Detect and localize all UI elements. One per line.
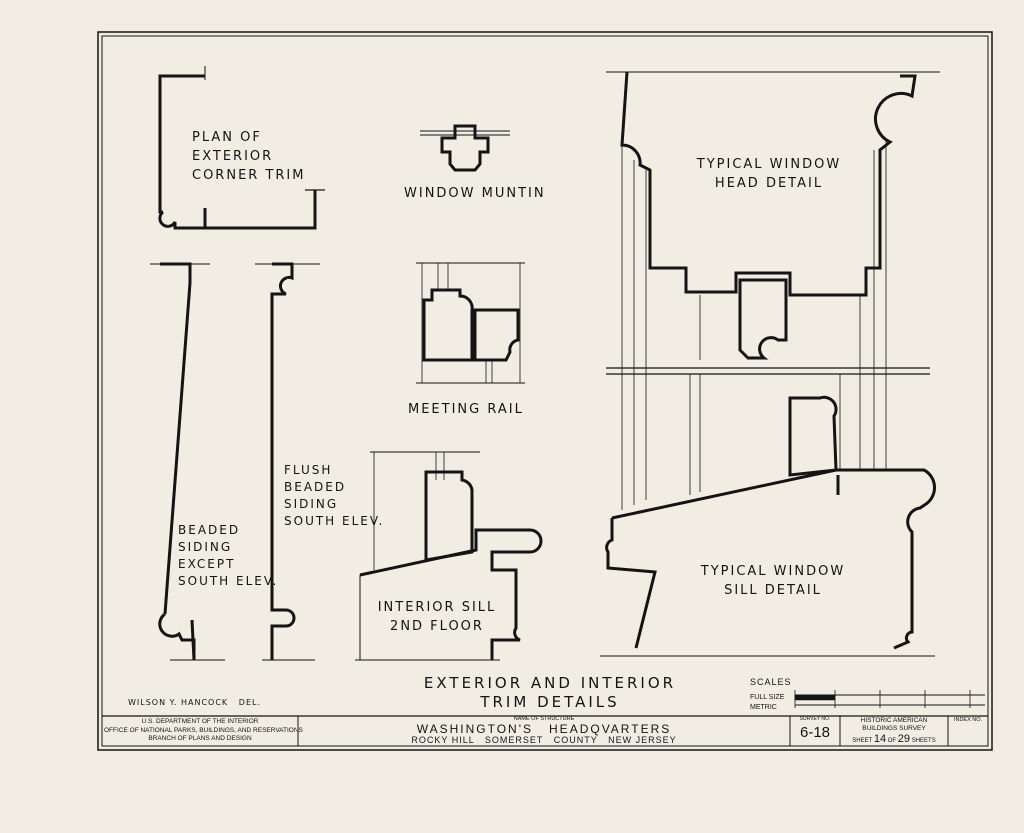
- window-sill-drawing: [600, 395, 937, 657]
- sheet-caption: SHEET: [852, 738, 873, 744]
- sheet-number: 14: [873, 733, 887, 745]
- meeting-rail-label: MEETING RAIL: [408, 402, 524, 417]
- beaded-siding-label: BEADED SIDING EXCEPT SOUTH ELEV.: [178, 523, 279, 588]
- flush-beaded-siding-label: FLUSH BEADED SIDING SOUTH ELEV.: [284, 463, 385, 528]
- agency-block: U.S. DEPARTMENT OF THE INTERIOR OFFICE O…: [104, 718, 303, 742]
- window-muntin-drawing: [420, 124, 510, 172]
- delineator-credit: WILSON Y. HANCOCK DEL.: [128, 698, 262, 707]
- plan-corner-trim-label: PLAN OF EXTERIOR CORNER TRIM: [192, 130, 306, 183]
- scales-title: SCALES: [750, 677, 792, 687]
- interior-sill-drawing: [355, 451, 543, 661]
- graphic-scale: [794, 690, 985, 708]
- name-of-structure-caption: NAME OF STRUCTURE: [513, 716, 575, 722]
- meeting-rail-drawing: [416, 262, 525, 384]
- interior-sill-label: INTERIOR SILL 2ND FLOOR: [377, 600, 497, 634]
- window-muntin-label: WINDOW MUNTIN: [404, 186, 546, 201]
- corner-trim-drawing: [158, 66, 325, 230]
- sheets-caption: SHEETS: [911, 738, 936, 744]
- scale-full-size-label: FULL SIZE: [750, 694, 785, 701]
- index-no-caption: INDEX NO.: [953, 717, 983, 723]
- sheet-of: OF: [887, 738, 897, 744]
- beaded-siding-drawing: [150, 262, 225, 661]
- window-head-label: TYPICAL WINDOW HEAD DETAIL: [696, 157, 842, 191]
- survey-no-caption: SURVEY NO.: [799, 716, 831, 722]
- structure-location: ROCKY HILL SOMERSET COUNTY NEW JERSEY: [411, 735, 677, 745]
- sheet-total: 29: [897, 733, 911, 745]
- outer-border: [97, 31, 993, 751]
- survey-number: 6-18: [799, 724, 831, 741]
- sheet-count: SHEET 14 OF 29 SHEETS: [842, 733, 946, 745]
- scale-metric-label: METRIC: [750, 704, 777, 711]
- habs-caption: HISTORIC AMERICAN BUILDINGS SURVEY: [860, 717, 928, 732]
- inner-border: [101, 35, 989, 747]
- sheet-title: EXTERIOR AND INTERIOR TRIM DETAILS: [423, 674, 677, 711]
- flush-siding-drawing: [255, 262, 320, 661]
- window-sill-label: TYPICAL WINDOW SILL DETAIL: [700, 564, 846, 598]
- structure-name: WASHINGTON'S HEADQVARTERS: [416, 722, 672, 736]
- window-head-drawing: [606, 71, 940, 510]
